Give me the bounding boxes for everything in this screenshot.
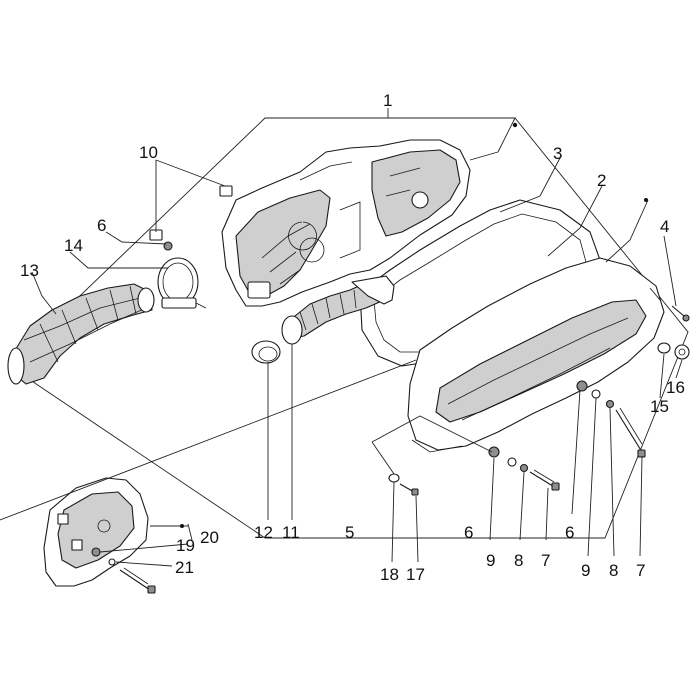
- callout-12: 12: [254, 523, 273, 542]
- leader-lines: [0, 157, 683, 567]
- callout-5: 5: [345, 523, 354, 542]
- callout-11: 11: [282, 523, 300, 542]
- part-16-grommet: [674, 344, 690, 360]
- callout-15: 15: [650, 397, 669, 416]
- part-8-washer-right: [605, 399, 615, 409]
- part-2-cover-edge: [411, 287, 661, 453]
- part-4-screw: [671, 305, 690, 322]
- part-11-intake-duct: [281, 275, 395, 345]
- callout-17: 17: [406, 565, 425, 584]
- callout-16: 16: [666, 378, 685, 397]
- part-8-washer-mid: [519, 463, 529, 473]
- part-15-spacer: [657, 342, 671, 354]
- callout-19: 19: [176, 536, 195, 555]
- part-1-air-box-housing: [221, 139, 471, 307]
- callout-13: 13: [20, 261, 39, 280]
- callout-8-mid: 8: [514, 551, 523, 570]
- callout-10: 10: [139, 143, 158, 162]
- callout-20: 20: [200, 528, 219, 547]
- part-2-cover-ridge: [435, 299, 647, 423]
- callout-1: 1: [383, 91, 392, 110]
- part-6-nut-right: [576, 380, 588, 392]
- callout-9-right: 9: [581, 561, 590, 580]
- callout-6-right: 6: [565, 523, 574, 542]
- callout-8-right: 8: [609, 561, 618, 580]
- part-6-nut-mid: [488, 446, 500, 458]
- part-9-washer-mid: [507, 457, 517, 467]
- assembly-frame: [7, 117, 689, 539]
- leader-1-tip: [469, 151, 499, 161]
- part-21-bolt: [108, 558, 156, 594]
- part-9-washer-right: [591, 389, 601, 399]
- part-20-bracket: [43, 477, 149, 587]
- callout-6-mid: 6: [464, 523, 473, 542]
- part-7-bolt-mid: [529, 469, 560, 491]
- part-7-bolt-right: [615, 407, 646, 458]
- assembly-dot-1: [512, 122, 518, 128]
- part-10-clip-upper: [219, 185, 233, 197]
- part-17-screw: [399, 483, 419, 496]
- part-18-washer: [388, 473, 400, 483]
- callout-6-left: 6: [97, 216, 106, 235]
- part-2-cover-lines: [447, 317, 629, 421]
- callout-9-mid: 9: [486, 551, 495, 570]
- callout-3: 3: [553, 144, 562, 163]
- part-6-washer-left: [163, 241, 173, 251]
- callout-7-mid: 7: [541, 551, 550, 570]
- callout-7-right: 7: [636, 561, 645, 580]
- callout-21: 21: [175, 558, 194, 577]
- leader-1-arm: [497, 117, 516, 153]
- callout-14: 14: [64, 236, 83, 255]
- part-19-spacer: [91, 547, 101, 557]
- callout-18: 18: [380, 565, 399, 584]
- callout-4: 4: [660, 217, 669, 236]
- part-14-hose-clamp: [157, 257, 207, 309]
- part-13-hose: [7, 283, 155, 385]
- callout-2: 2: [597, 171, 606, 190]
- part-12-clamp: [251, 340, 281, 364]
